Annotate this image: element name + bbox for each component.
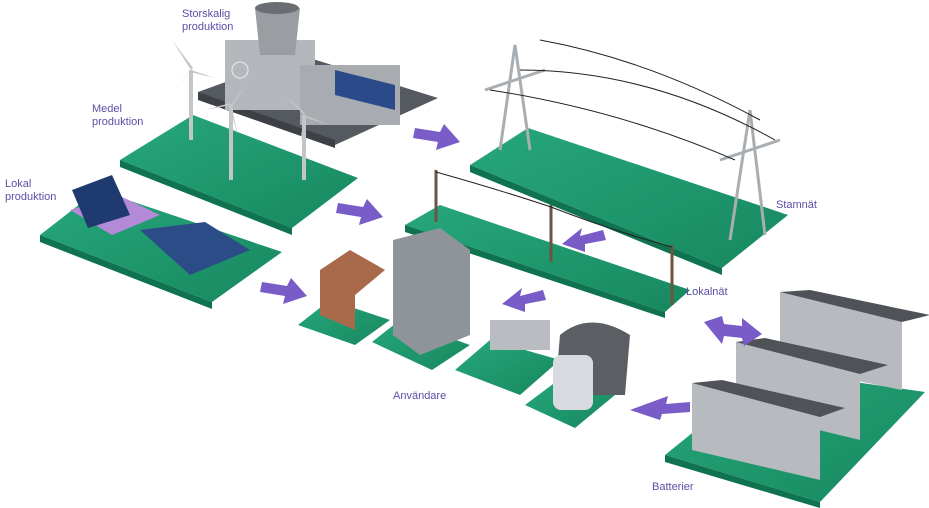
house (320, 250, 385, 330)
wind-turbines (170, 40, 330, 180)
arrow-large-to-national (413, 124, 460, 150)
local-production-platform (40, 175, 282, 309)
local-grid-platform (405, 170, 690, 318)
users-platforms (298, 228, 630, 428)
arrow-local-to-users2 (502, 288, 546, 312)
arrow-battery-to-users (630, 396, 690, 420)
battery-units (692, 290, 929, 480)
train (553, 355, 593, 410)
arrow-medium-to-local (336, 199, 383, 225)
national-grid-platform (470, 39, 788, 275)
arrow-local-to-users (260, 278, 307, 304)
label-local-grid: Lokalnät (686, 286, 728, 298)
label-large-scale-production: Storskalig produktion (182, 8, 234, 33)
arrow-local-battery-bidirectional (704, 316, 762, 346)
batteries-platform (665, 290, 929, 508)
label-local-production: Lokal produktion (5, 178, 57, 203)
label-batteries: Batterier (652, 481, 694, 493)
factory (490, 320, 550, 350)
medium-production-platform (120, 40, 358, 235)
label-medium-production: Medel produktion (92, 103, 144, 128)
flow-arrows (260, 124, 762, 420)
label-national-grid: Stamnät (776, 199, 817, 211)
atom-icon (231, 61, 249, 79)
pylons (484, 44, 781, 241)
arrow-national-to-local (562, 228, 606, 252)
apartment-building (393, 228, 470, 355)
large-scale-production-platform (198, 2, 438, 148)
label-users: Användare (393, 390, 447, 402)
